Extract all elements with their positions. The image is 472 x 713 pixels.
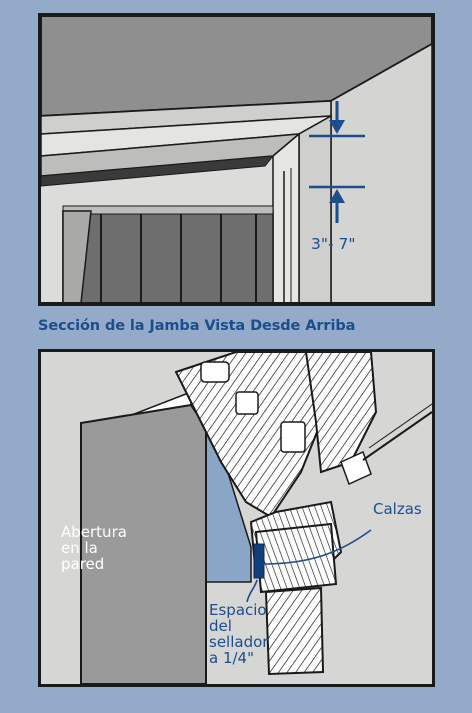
shims-leader [262, 529, 372, 565]
wall-opening [80, 403, 207, 684]
arrow-down-icon [329, 120, 345, 134]
sealant-gap-label: Espacio del sellador a 1/4" [209, 601, 269, 667]
window-blinds [62, 210, 274, 303]
head-clearance-illustration [41, 16, 432, 303]
wall-opening-label: Abertura en la pared [61, 523, 127, 573]
dimension-label: 3"- 7" [311, 235, 356, 253]
dimension-marker [309, 101, 365, 223]
jamb-section-illustration [41, 352, 432, 684]
arrow-up-icon [329, 189, 345, 203]
window-frame-section [174, 352, 323, 519]
stud [264, 586, 325, 676]
sealant-leader [246, 579, 258, 603]
sealant-bead [253, 543, 265, 579]
section-title: Sección de la Jamba Vista Desde Arriba [38, 318, 356, 334]
shim-block [254, 522, 338, 594]
window-head-diagram: 3"- 7" [38, 13, 435, 306]
jamb-section-diagram: Abertura en la pared Calzas Espacio del … [38, 349, 435, 687]
shims-label: Calzas [373, 500, 422, 518]
crank-arm [362, 411, 432, 461]
